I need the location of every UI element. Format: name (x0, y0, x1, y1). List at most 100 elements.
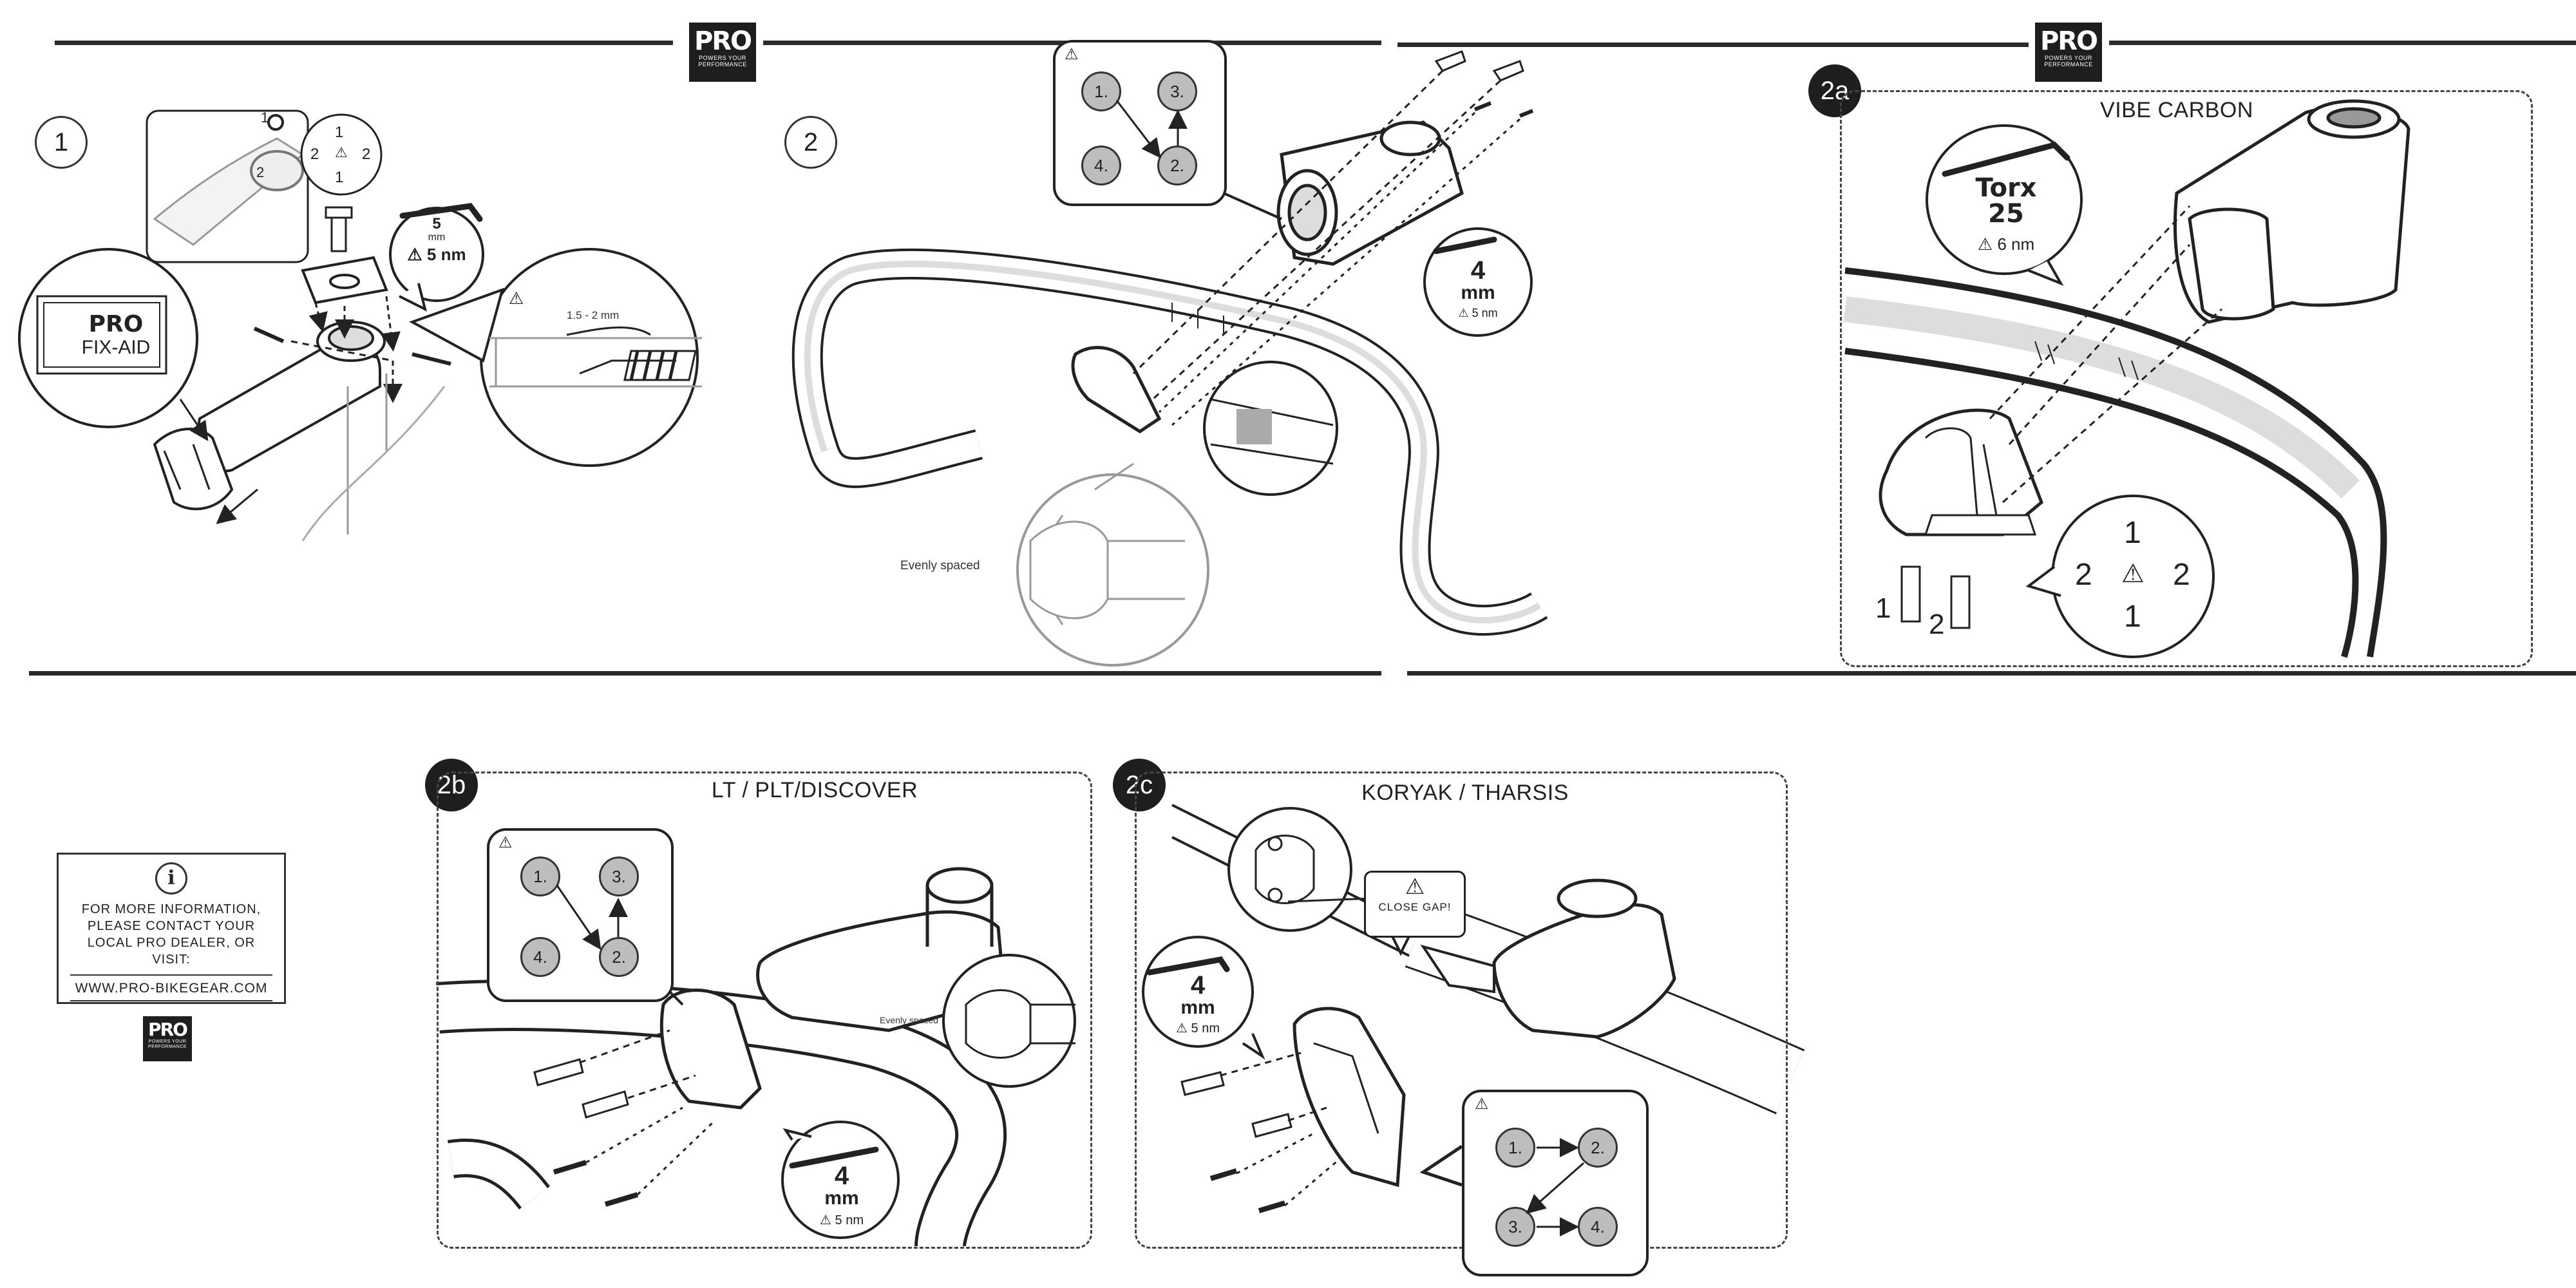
panel2b-sequence-callout: ⚠ 1. 3. 4. 2. (487, 828, 674, 1002)
bolt-4: 4. (1578, 1207, 1618, 1247)
seq-left: 2 (2075, 558, 2092, 592)
torque-value: 5 nm (835, 1213, 864, 1227)
seq-right: 2 (2173, 558, 2190, 592)
tool-unit: mm (1180, 997, 1215, 1018)
tool-unit: mm (824, 1188, 859, 1209)
step1-sequence-diagram: 1 2 ⚠ 2 1 (301, 115, 381, 194)
bolt-3: 3. (1157, 71, 1197, 111)
step1-bolt-label-1: 1 (261, 109, 269, 126)
panel-2b (437, 772, 1092, 1249)
warning-icon: ⚠ (1405, 875, 1425, 899)
step-number-1: 1 (35, 116, 88, 169)
info-box: i FOR MORE INFORMATION, PLEASE CONTACT Y… (57, 853, 286, 1004)
panel-2a-title: VIBE CARBON (2100, 98, 2253, 122)
brand-mark: PRO (694, 26, 752, 56)
warning-icon: ⚠ (1458, 307, 1469, 319)
seq-bottom: 1 (2124, 600, 2141, 634)
bolt-3: 3. (599, 857, 639, 896)
torque-value: 6 nm (1997, 234, 2035, 254)
bolt-3: 3. (1495, 1207, 1535, 1247)
bolt-1: 1. (520, 857, 560, 896)
fix-aid-brand: PRO (88, 311, 144, 337)
panel-2a (1840, 90, 2533, 667)
brand-mark: PRO (148, 1019, 188, 1040)
seq-top: 1 (335, 124, 344, 141)
tool-name: Torx (1975, 173, 2037, 203)
tool-unit: mm (1461, 282, 1495, 303)
tool-size: 4 (1470, 256, 1486, 285)
seq-top: 1 (2124, 516, 2141, 550)
warning-icon: ⚠ (407, 245, 422, 264)
top-rule-left (55, 41, 673, 45)
step2-tool-bubble: 4 mm ⚠ 5 nm (1425, 258, 1531, 320)
panel2a-bolt-label-1: 1 (1875, 592, 1891, 624)
warning-icon: ⚠ (1065, 46, 1079, 63)
torque-value: 5 nm (1191, 1021, 1220, 1036)
warning-icon: ⚠ (1977, 234, 1993, 254)
step1-illustration (18, 109, 702, 542)
top-rule-right-a (1397, 43, 2029, 47)
tool-size: 25 (1988, 199, 2024, 229)
step1-tool-bubble: 5 mm ⚠ 5 nm (390, 213, 483, 265)
brand-tagline: POWERS YOUR PERFORMANCE (2044, 55, 2093, 68)
panel2a-sequence-diagram: 1 2 ⚠ 2 1 (2054, 496, 2215, 657)
torque-row: ⚠ 6 nm (1929, 234, 2083, 254)
top-rule-right-b (2109, 41, 2576, 45)
warning-icon: ⚠ (1475, 1095, 1489, 1113)
panel2c-illustration (1142, 804, 1805, 1213)
warning-icon: ⚠ (498, 834, 513, 851)
website-link[interactable]: WWW.PRO-BIKEGEAR.COM (70, 974, 272, 1001)
fix-aid-card: PRO FIX-AID (58, 312, 174, 359)
fix-aid-label: FIX-AID (81, 337, 151, 358)
brand-logo-bottom: PRO POWERS YOUR PERFORMANCE (143, 1016, 192, 1061)
torx-tool-bubble: Torx 25 ⚠ 6 nm (1929, 175, 2083, 254)
panel-2c-title: KORYAK / THARSIS (1361, 781, 1569, 805)
bolt-2: 2. (599, 937, 639, 977)
close-gap-label: CLOSE GAP! (1378, 901, 1452, 913)
panel2c-tool-bubble: 4 mm ⚠ 5 nm (1143, 972, 1253, 1036)
panel2a-bolt-label-2: 2 (1929, 609, 1945, 640)
warning-icon: ⚠ (509, 289, 524, 308)
brand-tagline: POWERS YOUR PERFORMANCE (698, 55, 747, 68)
torque-value: 5 nm (1472, 307, 1498, 319)
brand-mark: PRO (2040, 26, 2098, 56)
torque-row: ⚠ 5 nm (787, 1212, 896, 1228)
bolt-1: 1. (1081, 71, 1121, 111)
evenly-spaced-label: Evenly spaced (900, 559, 980, 573)
warning-icon: ⚠ (335, 144, 348, 160)
step-number-2: 2 (784, 116, 837, 169)
seq-bottom: 1 (335, 169, 344, 186)
brand-logo-top-center: PRO POWERS YOUR PERFORMANCE (689, 23, 756, 82)
sequence-arrows (1115, 100, 1188, 158)
seq-right: 2 (362, 146, 371, 163)
step2-sequence-callout: ⚠ 1. 3. 4. 2. (1053, 40, 1227, 206)
panel2a-illustration (1843, 99, 2410, 658)
bolt-2: 2. (1157, 146, 1197, 185)
panel2c-sequence-callout: ⚠ 1. 2. 3. 4. (1462, 1090, 1649, 1276)
warning-icon: ⚠ (2121, 560, 2145, 588)
brand-logo-top-right: PRO POWERS YOUR PERFORMANCE (2035, 23, 2102, 82)
close-gap-callout: ⚠ CLOSE GAP! (1364, 871, 1466, 938)
info-icon: i (155, 862, 187, 895)
tool-unit: mm (428, 232, 446, 243)
sequence-arrows (556, 885, 628, 950)
bolt-2: 2. (1578, 1128, 1618, 1168)
brand-tagline: POWERS YOUR PERFORMANCE (148, 1039, 187, 1049)
bolt-4: 4. (1081, 146, 1121, 185)
panel2b-tool-bubble: 4 mm ⚠ 5 nm (787, 1163, 896, 1228)
bolt-4: 4. (520, 937, 560, 977)
torque-row: ⚠ 5 nm (1143, 1020, 1253, 1036)
tool-size: 4 (834, 1162, 849, 1190)
step1-bolt-label-2: 2 (256, 164, 265, 180)
panel-2c (1135, 772, 1788, 1249)
panel-2b-title: LT / PLT/DISCOVER (711, 778, 918, 802)
panel2b-illustration (436, 867, 1076, 1248)
tool-size: 4 (1190, 971, 1206, 999)
warning-icon: ⚠ (820, 1213, 831, 1227)
sequence-arrows (1526, 1138, 1584, 1236)
torque-row: ⚠ 5 nm (1425, 307, 1531, 320)
step2-illustration (791, 50, 1548, 667)
tool-size: 5 (432, 215, 441, 232)
info-text: FOR MORE INFORMATION, PLEASE CONTACT YOU… (81, 902, 261, 967)
